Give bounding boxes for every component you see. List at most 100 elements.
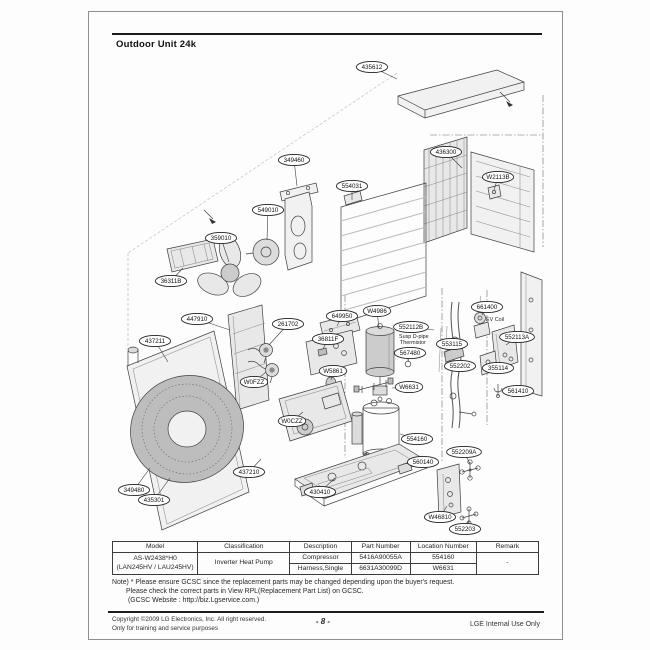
page-number: - 8 - [315, 617, 331, 626]
control-box [305, 312, 361, 390]
model-line1: AS-W2438*H0 [133, 555, 177, 562]
table-header-row: Model Classification Description Part Nu… [111, 541, 540, 553]
part-label-bubble [355, 60, 389, 74]
part-label-bubble [239, 375, 269, 389]
col-header-part-number: Part Number [350, 541, 411, 553]
part-label-bubble [443, 359, 477, 373]
part-label-bubble [481, 170, 515, 184]
part-label: 567480 [400, 350, 421, 357]
part-label-bubble [180, 312, 214, 326]
part-label: 437210 [239, 469, 260, 476]
part-label: W5861 [323, 368, 343, 375]
part-label-bubble [138, 334, 172, 348]
part-label-bubble [499, 330, 535, 344]
top-cover [397, 69, 525, 119]
fastener-sets [436, 459, 481, 526]
part-label: 552203 [455, 526, 476, 533]
title-rule [112, 33, 542, 35]
part-label-bubble [448, 522, 482, 536]
internal-use-label: LGE Internal Use Only [469, 621, 540, 628]
part-label-bubble [137, 493, 171, 507]
accumulator [365, 323, 395, 402]
part-label-bubble [400, 432, 434, 446]
side-panel-right [470, 151, 535, 253]
classification-cell: Inverter Heat Pump [197, 552, 291, 575]
note-line: (GCSC Website : http://biz.Lgservice.com… [128, 597, 260, 605]
col-header-model: Model [111, 541, 199, 553]
part-label-bubble [335, 179, 369, 193]
diagram-annotation: EV Coil [486, 317, 504, 323]
diagram-annotation: Susp D-pipe [399, 334, 429, 340]
ev-coil [473, 295, 491, 339]
part-label: 561410 [508, 388, 529, 395]
table-row: AS-W2438*H0 (LAN245HV / LAU245HV) Invert… [111, 552, 540, 575]
part-label-bubble [117, 483, 151, 497]
harness [353, 377, 394, 393]
fan-shroud [227, 304, 270, 411]
part-label: 436300 [436, 149, 457, 156]
note-line: Please check the correct parts in View R… [126, 588, 364, 596]
note-block: Note) * Please ensure GCSC since the rep… [112, 578, 454, 606]
part-label: 36811F [318, 336, 339, 343]
part-label: 661400 [477, 304, 498, 311]
part-label-bubble [394, 380, 424, 394]
part-labels-layer: 435612436300W2113B3494605540315490103590… [117, 60, 535, 536]
part-label: 430410 [310, 489, 331, 496]
part-label-bubble [311, 332, 345, 346]
col-header-remark: Remark [475, 541, 540, 553]
part-label: 261702 [278, 321, 299, 328]
table-row: Harness,Single 6631A30099D W6631 [113, 563, 539, 575]
pcb-plate [166, 238, 219, 273]
part-label: 552202 [450, 363, 471, 370]
part-label: 435612 [362, 64, 383, 71]
part-label: 359010 [211, 235, 232, 242]
part-label: W0FZZ [244, 379, 265, 386]
location-number-cell: W6631 [409, 563, 477, 575]
motor-bracket [279, 182, 319, 271]
part-label: 552209A [452, 449, 478, 456]
part-label-bubble [470, 300, 504, 314]
part-label: 649950 [332, 313, 353, 320]
part-label-bubble [423, 510, 457, 524]
part-label: 447910 [187, 316, 208, 323]
copyright-line: Copyright ©2009 LG Electronics, Inc. All… [112, 616, 267, 623]
condenser-coil [340, 182, 427, 324]
part-label: 437211 [145, 338, 166, 345]
part-label-bubble [277, 153, 311, 167]
part-label-bubble [277, 414, 307, 428]
part-label-bubble [325, 309, 359, 323]
copyright-notice: Copyright ©2009 LG Electronics, Inc. All… [112, 616, 266, 633]
part-label: 355114 [488, 365, 509, 372]
note-line: Note) * Please ensure GCSC since the rep… [112, 579, 455, 586]
page-border [88, 11, 563, 640]
description-cell: Harness,Single [289, 563, 352, 575]
part-label: W2113B [486, 174, 509, 181]
part-label: W0CZZ [281, 418, 303, 425]
part-label: W6631 [399, 384, 419, 391]
part-label: 554160 [407, 436, 428, 443]
part-label: W4986 [367, 308, 387, 315]
part-label-bubble [429, 145, 463, 159]
service-valves [259, 343, 279, 384]
parts-table: Model Classification Description Part Nu… [111, 541, 540, 575]
col-header-description: Description [289, 541, 352, 553]
model-line2: (LAN245HV / LAU245HV) [116, 563, 194, 571]
part-label-bubble [303, 485, 337, 499]
part-label-bubble [406, 455, 440, 469]
propeller-fan [197, 209, 262, 297]
part-label-bubble [318, 364, 348, 378]
location-number-cell: 554160 [409, 552, 477, 564]
part-label: 349460 [284, 157, 305, 164]
part-label-bubble [393, 320, 429, 334]
part-label-bubble [271, 317, 305, 331]
part-number-cell: 5416A90055A [350, 552, 411, 564]
part-label-bubble [362, 304, 392, 318]
part-label-bubble [251, 203, 285, 217]
part-label-bubble [154, 274, 188, 288]
part-label: 554031 [342, 183, 363, 190]
part-label: 560140 [413, 459, 434, 466]
part-label: 553115 [442, 341, 463, 348]
part-label: W46810 [428, 514, 452, 521]
